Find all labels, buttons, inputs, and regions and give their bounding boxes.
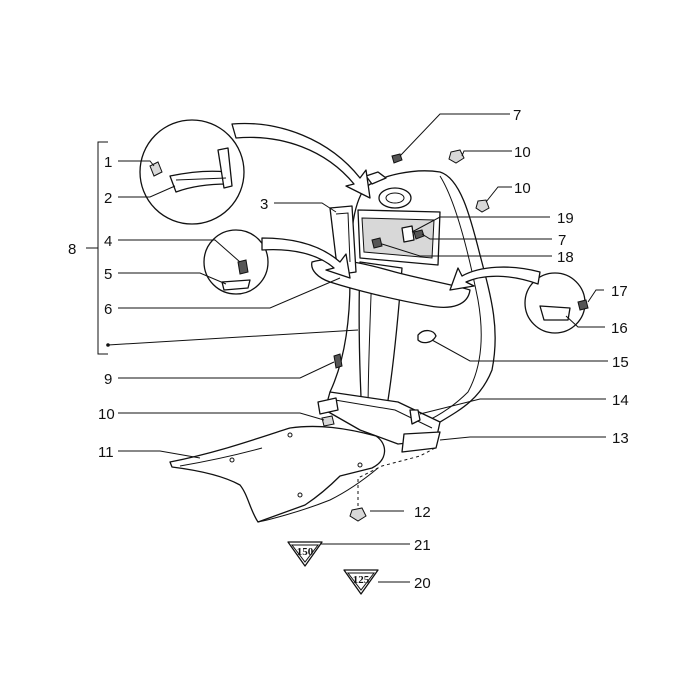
screw-top: [391, 153, 403, 164]
callout-18: 18: [557, 249, 574, 266]
callout-11: 11: [98, 444, 114, 461]
callout-8: 8: [68, 241, 76, 258]
nut-top: [448, 149, 465, 164]
clip-14: [409, 409, 421, 425]
callout-3: 3: [260, 196, 268, 213]
callout-9: 9: [104, 371, 112, 388]
svg-text:125: 125: [353, 574, 370, 586]
callout-2: 2: [104, 190, 112, 207]
callout-21: 21: [414, 537, 431, 554]
callout-13: 13: [612, 430, 629, 447]
detail-circle-1-2: [139, 119, 245, 225]
screw-right: [413, 229, 425, 240]
callout-7-right: 7: [558, 232, 566, 249]
callout-6: 6: [104, 301, 112, 318]
callout-14: 14: [612, 392, 629, 409]
nut-lower: [321, 415, 335, 427]
callout-19: 19: [557, 210, 574, 227]
callout-17: 17: [611, 283, 628, 300]
nut-right: [475, 199, 490, 213]
callout-10-lower: 10: [98, 406, 115, 423]
callout-4: 4: [104, 233, 112, 250]
screw-9: [333, 353, 343, 369]
callout-20: 20: [414, 575, 431, 592]
callout-15: 15: [612, 354, 629, 371]
leader-lines: [86, 113, 608, 583]
detail-circle-4-5: [203, 229, 269, 295]
front-shield: [317, 170, 496, 453]
screw-18: [371, 237, 383, 249]
svg-text:150: 150: [297, 546, 314, 558]
footboard: [169, 425, 386, 523]
callout-16: 16: [611, 320, 628, 337]
nut-12: [349, 507, 367, 522]
clip: [401, 225, 415, 243]
callout-1: 1: [104, 154, 112, 171]
callout-10-top: 10: [514, 144, 531, 161]
callout-5: 5: [104, 266, 112, 283]
badge-125: 125: [343, 569, 379, 595]
badge-150: 150: [287, 541, 323, 567]
callout-12: 12: [414, 504, 431, 521]
callout-labels: 1 2 4 5 6 8 3 9 10 11 7 10 10 19 7 18 17…: [68, 107, 629, 592]
callout-10-right: 10: [514, 180, 531, 197]
detail-circle-16-17: [524, 272, 589, 334]
callout-7-top: 7: [513, 107, 521, 124]
